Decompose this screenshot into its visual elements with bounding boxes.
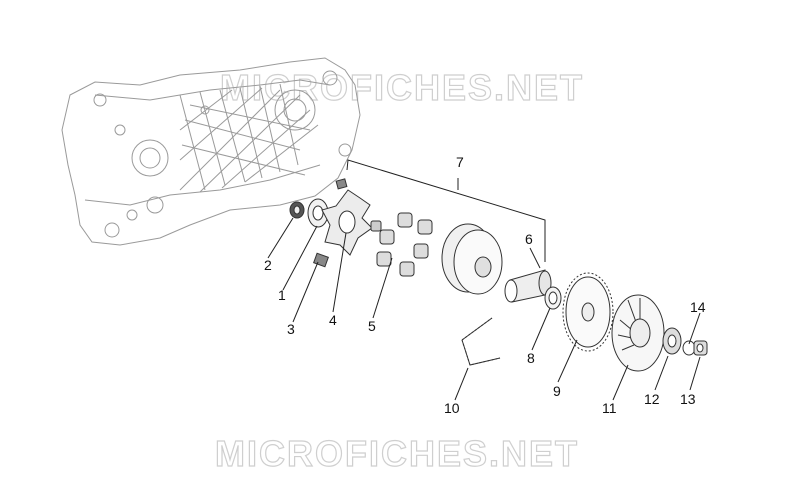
engine-crankcase	[61, 57, 361, 246]
callout-3: 3	[287, 321, 295, 337]
part-12-plate	[662, 327, 682, 355]
callout-10: 10	[444, 400, 460, 416]
callout-1: 1	[278, 287, 286, 303]
callout-6: 6	[525, 231, 533, 247]
part-1-washer	[307, 198, 329, 228]
callout-12: 12	[644, 391, 660, 407]
callout-14: 14	[690, 299, 706, 315]
callout-13: 13	[680, 391, 696, 407]
variator-pulley	[441, 223, 503, 295]
part-2-seal	[289, 201, 305, 219]
watermark-bottom: MICROFICHES.NET	[215, 433, 579, 474]
callouts: 1 2 3 4 5 6 7 8 9 10 11 12 13 14	[264, 154, 706, 416]
part-13-nut	[693, 340, 708, 356]
callout-2: 2	[264, 257, 272, 273]
part-10-belt	[461, 317, 501, 366]
callout-5: 5	[368, 318, 376, 334]
callout-8: 8	[527, 350, 535, 366]
group-7-bracket	[346, 159, 546, 262]
part-9-gear	[562, 272, 614, 352]
watermark-top: MICROFICHES.NET	[220, 67, 584, 108]
leader-lines	[267, 217, 701, 401]
callout-7: 7	[456, 154, 464, 170]
part-11-fan	[611, 294, 665, 372]
part-8-washer	[544, 286, 562, 310]
part-5-rollers	[370, 212, 433, 277]
part-4-ramp-plate	[321, 189, 373, 256]
callout-9: 9	[553, 383, 561, 399]
part-6-bushing	[504, 269, 552, 303]
callout-4: 4	[329, 312, 337, 328]
callout-11: 11	[602, 400, 617, 416]
